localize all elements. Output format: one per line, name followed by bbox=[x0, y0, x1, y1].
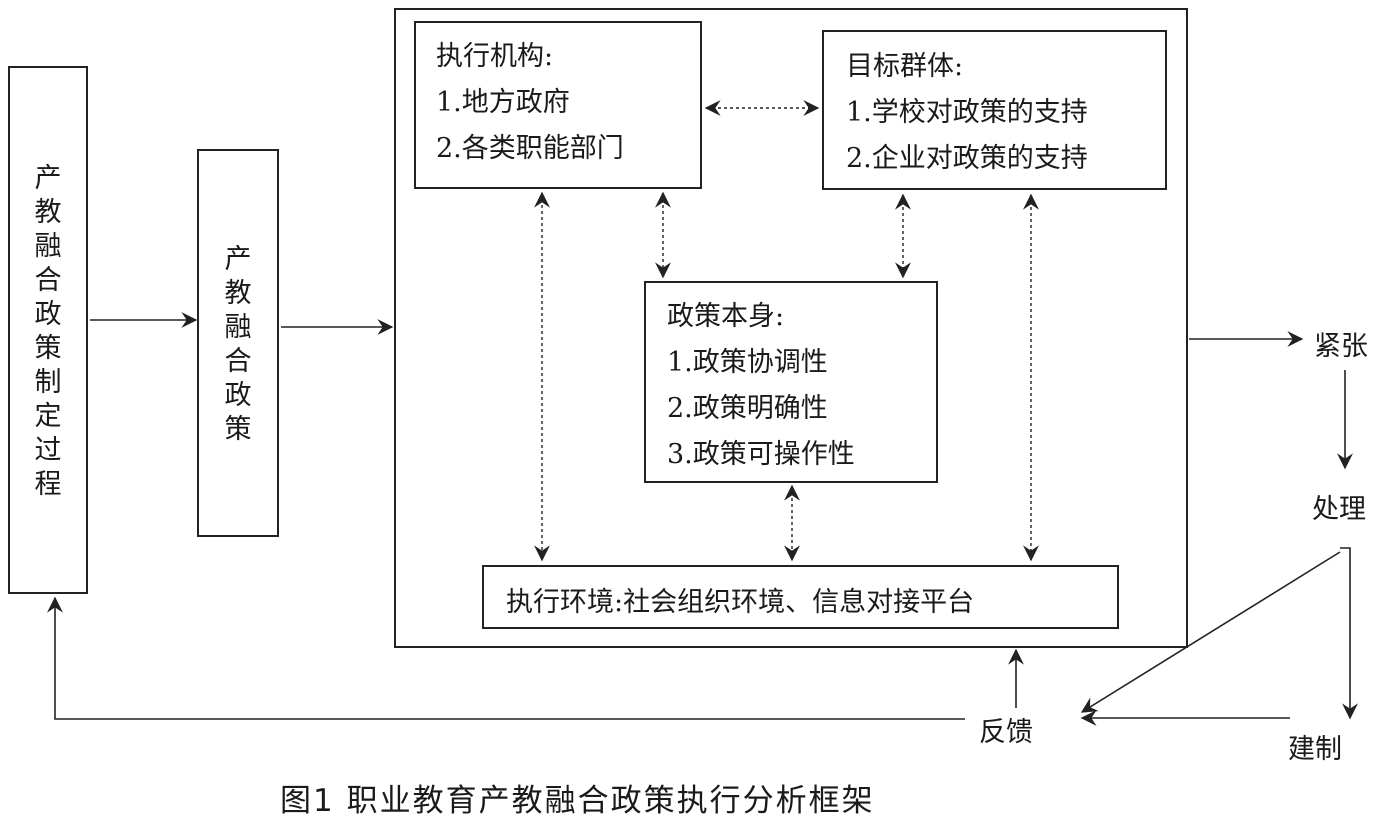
environment-text: 执行环境:社会组织环境、信息对接平台 bbox=[506, 587, 975, 618]
target-group-text: 目标群体: 1.学校对政策的支持 2.企业对政策的支持 bbox=[846, 44, 1088, 182]
executor-item-2: 2.各类职能部门 bbox=[436, 133, 624, 164]
policy-making-process-char: 融 bbox=[34, 231, 62, 262]
policy-itself-item-1: 1.政策协调性 bbox=[667, 347, 828, 378]
executor-box bbox=[414, 21, 702, 189]
policy-char: 教 bbox=[224, 278, 252, 309]
arrow-handling-to-feedback bbox=[1080, 551, 1341, 713]
policy-making-process-char: 过 bbox=[34, 435, 62, 466]
policy-making-process-char: 产 bbox=[34, 163, 62, 194]
policy-making-process-label: 产教融合政策制定过程 bbox=[8, 162, 88, 502]
policy-itself-title: 政策本身: bbox=[667, 301, 785, 332]
policy-making-process-char: 制 bbox=[34, 367, 62, 398]
policy-char: 融 bbox=[224, 312, 252, 343]
policy-itself-text: 政策本身: 1.政策协调性 2.政策明确性 3.政策可操作性 bbox=[667, 294, 855, 478]
environment-box bbox=[482, 565, 1119, 629]
policy-char: 政 bbox=[224, 380, 252, 411]
arrow-handling-to-construction bbox=[1340, 547, 1358, 720]
executor-title: 执行机构: bbox=[436, 41, 554, 72]
policy-itself-item-3: 3.政策可操作性 bbox=[667, 439, 855, 470]
policy-itself-item-2: 2.政策明确性 bbox=[667, 393, 828, 424]
policy-char: 策 bbox=[224, 414, 252, 445]
policy-char: 产 bbox=[224, 244, 252, 275]
policy-char: 合 bbox=[224, 346, 252, 377]
policy-making-process-char: 定 bbox=[34, 401, 62, 432]
target-group-title: 目标群体: bbox=[846, 51, 964, 82]
target-group-box bbox=[822, 30, 1167, 190]
policy-making-process-char: 策 bbox=[34, 333, 62, 364]
target-group-item-2: 2.企业对政策的支持 bbox=[846, 143, 1088, 174]
executor-text: 执行机构: 1.地方政府 2.各类职能部门 bbox=[436, 34, 624, 172]
tension-label: 紧张 bbox=[1314, 331, 1368, 362]
handling-label: 处理 bbox=[1312, 494, 1366, 525]
arrow-feedback-to-process bbox=[47, 596, 965, 720]
policy-making-process-box bbox=[8, 66, 88, 594]
target-group-item-1: 1.学校对政策的支持 bbox=[846, 97, 1088, 128]
policy-itself-box bbox=[644, 281, 938, 483]
policy-label: 产教融合政策 bbox=[197, 243, 279, 447]
feedback-label: 反馈 bbox=[979, 717, 1033, 748]
policy-making-process-char: 程 bbox=[34, 469, 62, 500]
policy-making-process-char: 教 bbox=[34, 197, 62, 228]
policy-making-process-char: 政 bbox=[34, 299, 62, 330]
figure-caption: 图1 职业教育产教融合政策执行分析框架 bbox=[280, 783, 875, 819]
executor-item-1: 1.地方政府 bbox=[436, 87, 570, 118]
construction-label: 建制 bbox=[1288, 734, 1342, 765]
policy-box bbox=[197, 149, 279, 537]
policy-making-process-char: 合 bbox=[34, 265, 62, 296]
